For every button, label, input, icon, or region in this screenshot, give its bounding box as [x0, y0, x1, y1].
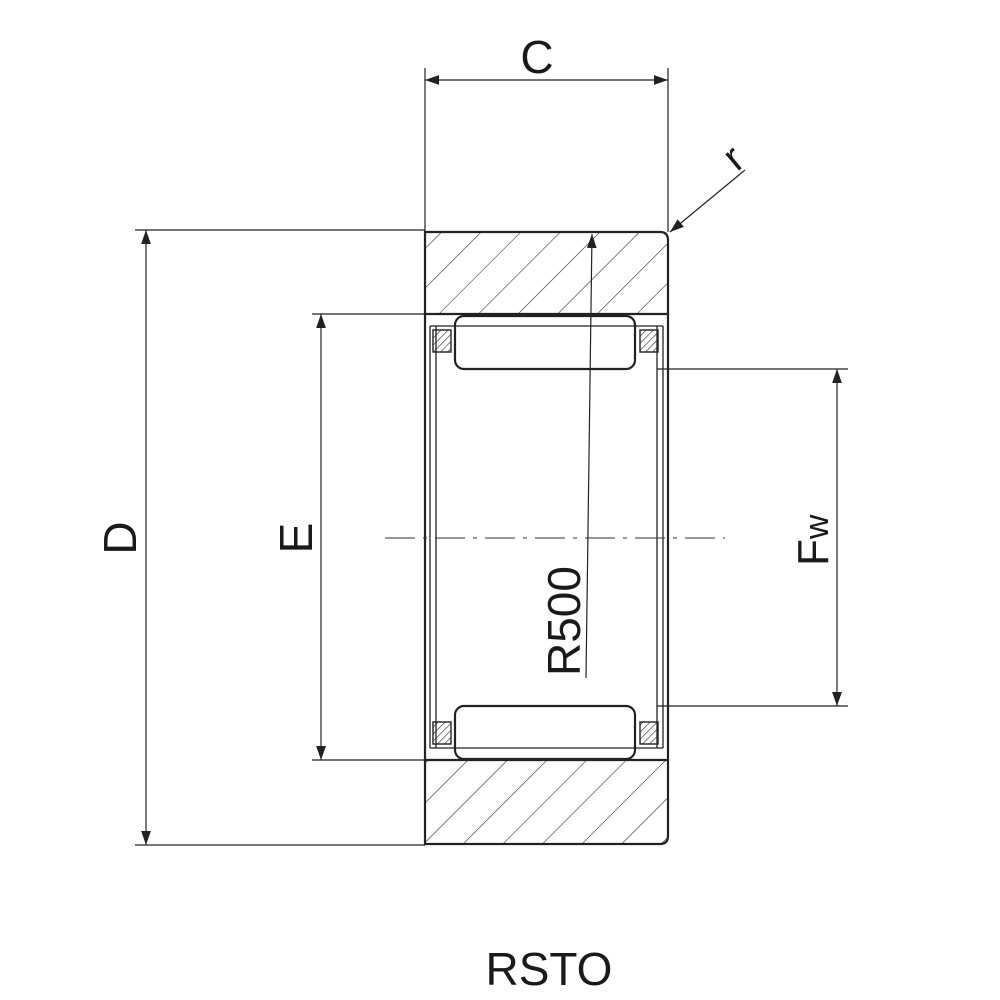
- dimension-fw-label: Fw: [789, 514, 838, 566]
- needle-roller-bottom: [453, 704, 637, 761]
- dimension-e: E: [270, 314, 326, 760]
- dimension-r-label: r: [714, 137, 752, 179]
- dimension-c-label: C: [520, 31, 553, 83]
- dimension-e-label: E: [270, 523, 322, 554]
- dimension-fw-main: F: [789, 539, 838, 566]
- ring-side-walls: [423, 314, 670, 760]
- dimension-fw: Fw: [789, 369, 842, 706]
- cage-pieces: [432, 329, 659, 745]
- dimension-r: r: [669, 137, 753, 233]
- extension-lines: [135, 68, 848, 846]
- dimension-d: D: [94, 230, 151, 845]
- crown-radius-label: R500: [538, 566, 590, 676]
- dimension-crown-radius: R500: [538, 233, 597, 679]
- drawing-title: RSTO: [486, 943, 613, 995]
- dimension-c: C: [425, 31, 668, 85]
- dimension-fw-sub: w: [798, 514, 836, 540]
- dimension-d-label: D: [94, 521, 146, 554]
- needle-roller-top: [453, 314, 637, 371]
- outer-ring-top-section: [423, 230, 670, 316]
- outer-ring-bottom-section: [423, 758, 670, 846]
